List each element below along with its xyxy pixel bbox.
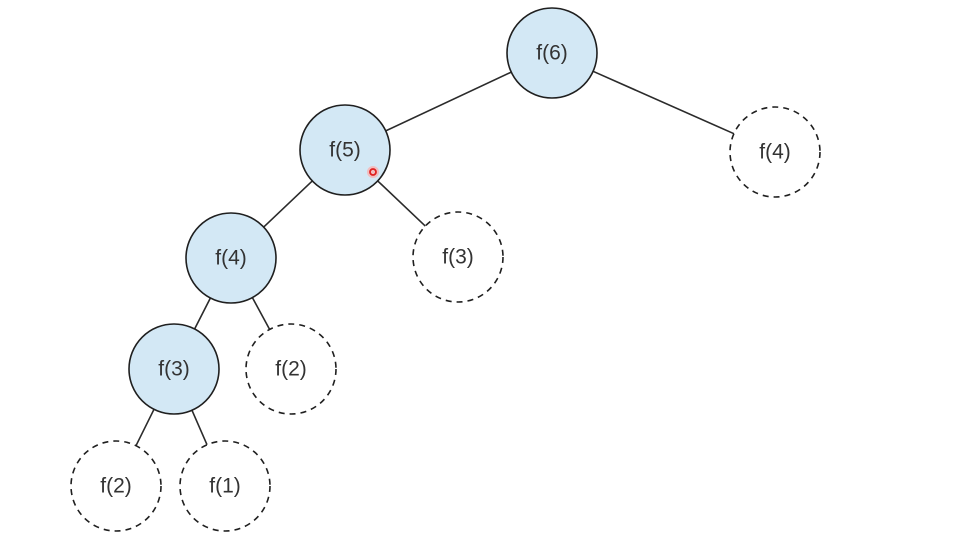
node-label: f(5) (329, 139, 361, 162)
tree-node-n5: f(3) (412, 211, 504, 303)
tree-node-n3: f(4) (729, 106, 821, 198)
node-circle (506, 7, 598, 99)
tree-node-n4: f(4) (185, 212, 277, 304)
node-circle (70, 440, 162, 532)
nodes-layer: f(6) f(5) f(4) f(4) f(3) f(3) f(2) f(2) f(1) (70, 7, 821, 532)
node-circle (245, 323, 337, 415)
node-label: f(2) (100, 475, 132, 498)
node-label: f(6) (536, 42, 568, 65)
tree-node-n1: f(6) (506, 7, 598, 99)
node-label: f(3) (158, 358, 190, 381)
edge-n6-n9 (191, 409, 208, 446)
node-label: f(4) (759, 141, 791, 164)
node-circle (412, 211, 504, 303)
node-circle (179, 440, 271, 532)
edge-n4-n6 (193, 297, 212, 330)
tree-node-n6: f(3) (128, 323, 220, 415)
node-circle (185, 212, 277, 304)
edge-n2-n5 (376, 180, 427, 227)
edge-n4-n7 (251, 296, 271, 331)
tree-node-n9: f(1) (179, 440, 271, 532)
edge-n6-n8 (135, 408, 155, 447)
node-circle (128, 323, 220, 415)
node-circle (729, 106, 821, 198)
tree-node-n2: f(5) (299, 104, 391, 196)
node-label: f(3) (442, 246, 474, 269)
edge-n2-n4 (262, 180, 314, 228)
tree-node-n7: f(2) (245, 323, 337, 415)
node-label: f(1) (209, 475, 241, 498)
edge-n1-n2 (384, 71, 513, 132)
node-label: f(2) (275, 358, 307, 381)
edge-n1-n3 (592, 70, 735, 135)
node-label: f(4) (215, 247, 247, 270)
tree-node-n8: f(2) (70, 440, 162, 532)
mouse-pointer-icon (367, 166, 379, 178)
edges-layer (135, 70, 735, 447)
